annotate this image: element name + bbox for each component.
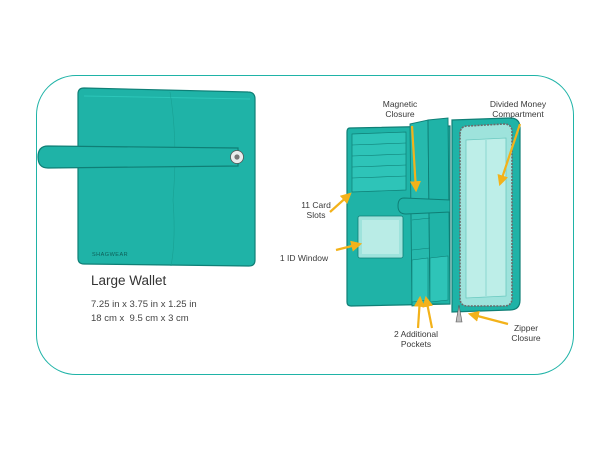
dimensions-cm: 18 cm x 9.5 cm x 3 cm [91,313,189,324]
magnetic-closure-tab [397,197,451,215]
product-title: Large Wallet [91,273,167,288]
callout-id-window: 1 ID Window [279,253,329,263]
closed-wallet [37,87,256,267]
brand-logo: SHAGWEAR [92,252,128,258]
callout-arrows [329,123,522,329]
zipper-pull [455,304,463,323]
open-wallet [346,117,521,323]
frame-border [36,75,574,375]
wallet-strap [37,145,239,169]
dimensions-inches: 7.25 in x 3.75 in x 1.25 in [91,299,197,310]
